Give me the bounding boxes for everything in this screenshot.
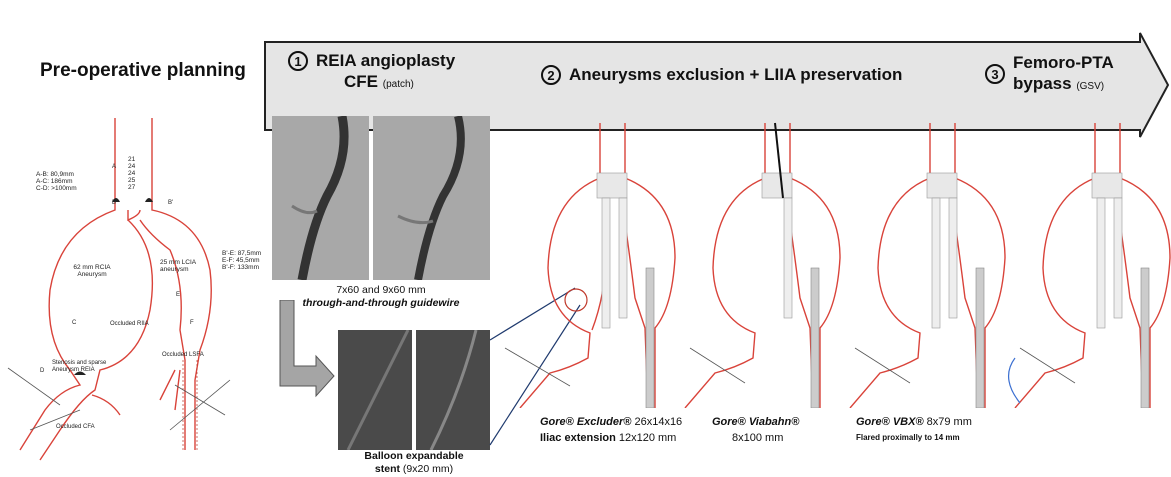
label-stenosis: Stenosis and sparse Aneurysm REIA	[52, 360, 114, 374]
measure-right-2: E-F: 45,5mm	[222, 257, 261, 264]
device-viabahn-line2: 8x100 mm	[712, 430, 799, 446]
step-1-line2: CFE	[344, 72, 378, 91]
step-2-number: 2	[541, 65, 561, 85]
stent-image-2	[416, 330, 490, 450]
measure-left-3: C-D: >100mm	[36, 185, 77, 192]
angiography-image-after	[373, 116, 490, 280]
stent-image-1	[338, 330, 412, 450]
step-3-line2: bypass	[1013, 74, 1072, 93]
label-occluded-rhia: Occluded RIIA	[110, 321, 149, 328]
device-excluder: Gore® Excluder® 26x14x16 Iliac extension…	[540, 414, 682, 446]
label-occluded-lsfa: Occluded LSFA	[162, 352, 204, 359]
step-2: 2 Aneurysms exclusion + LIIA preservatio…	[541, 64, 902, 85]
stent-caption-line1: Balloon expandable	[338, 450, 490, 463]
step-1-number: 1	[288, 51, 308, 71]
device-viabahn-name: Gore® Viabahn®	[712, 414, 799, 430]
measure-center-1: 21	[128, 156, 135, 163]
device-viabahn: Gore® Viabahn® 8x100 mm	[712, 414, 799, 446]
stent-caption-line2: stent	[375, 463, 400, 475]
point-b: B	[112, 200, 116, 207]
step-2-line1: Aneurysms exclusion + LIIA preservation	[569, 64, 902, 85]
measure-center-2: 24	[128, 163, 135, 170]
measure-left-1: A-B: 80,9mm	[36, 171, 77, 178]
angiography-image-before	[272, 116, 369, 280]
measure-right-1: B'-E: 87,5mm	[222, 250, 261, 257]
bent-arrow	[276, 300, 336, 400]
point-b-prime: B'	[168, 200, 173, 207]
device-vbx-name: Gore® VBX®	[856, 416, 924, 428]
measure-right: B'-E: 87,5mm E-F: 45,5mm B'-F: 133mm	[222, 250, 261, 271]
device-excluder-line2-bold: Iliac extension	[540, 432, 616, 444]
point-f: F	[190, 320, 194, 327]
measure-right-3: B'-F: 133mm	[222, 264, 261, 271]
procedure-stage-diagrams	[500, 118, 1171, 408]
device-excluder-name: Gore® Excluder®	[540, 416, 631, 428]
measure-center-5: 27	[128, 184, 135, 191]
label-rcia-aneurysm: 62 mm RCIA Aneurysm	[62, 264, 122, 278]
step-3: 3 Femoro-PTA bypass (GSV)	[985, 52, 1114, 97]
measure-center: 21 24 24 25 27	[128, 156, 135, 191]
measure-left: A-B: 80,9mm A-C: 186mm C-D: >100mm	[36, 171, 77, 192]
measure-left-2: A-C: 186mm	[36, 178, 77, 185]
measure-center-3: 24	[128, 170, 135, 177]
device-vbx-line2: Flared proximally to 14 mm	[856, 430, 972, 446]
stent-caption-note: (9x20 mm)	[403, 463, 453, 475]
stent-caption: Balloon expandable stent (9x20 mm)	[338, 450, 490, 476]
step-3-line1: Femoro-PTA	[1013, 52, 1114, 73]
planning-title: Pre-operative planning	[40, 60, 246, 82]
device-vbx-dims: 8x79 mm	[927, 416, 972, 428]
measure-center-4: 25	[128, 177, 135, 184]
device-vbx: Gore® VBX® 8x79 mm Flared proximally to …	[856, 414, 972, 446]
step-3-number: 3	[985, 64, 1005, 84]
point-a: A	[112, 164, 116, 171]
step-1: 1 REIA angioplasty CFE (patch)	[288, 50, 455, 95]
angio-caption-line1: 7x60 and 9x60 mm	[272, 284, 490, 297]
point-c: C	[72, 320, 76, 327]
device-excluder-dims: 26x14x16	[634, 416, 682, 428]
label-occluded-cfa: Occluded CFA	[56, 424, 95, 431]
step-1-note: (patch)	[383, 79, 414, 90]
device-excluder-line2: 12x120 mm	[619, 432, 676, 444]
step-3-note: (GSV)	[1076, 81, 1104, 92]
point-e: E	[176, 292, 180, 299]
label-lcia-aneurysm: 25 mm LCIA aneurysm	[160, 259, 202, 273]
point-d: D	[40, 368, 44, 375]
step-1-line1: REIA angioplasty	[316, 50, 455, 71]
